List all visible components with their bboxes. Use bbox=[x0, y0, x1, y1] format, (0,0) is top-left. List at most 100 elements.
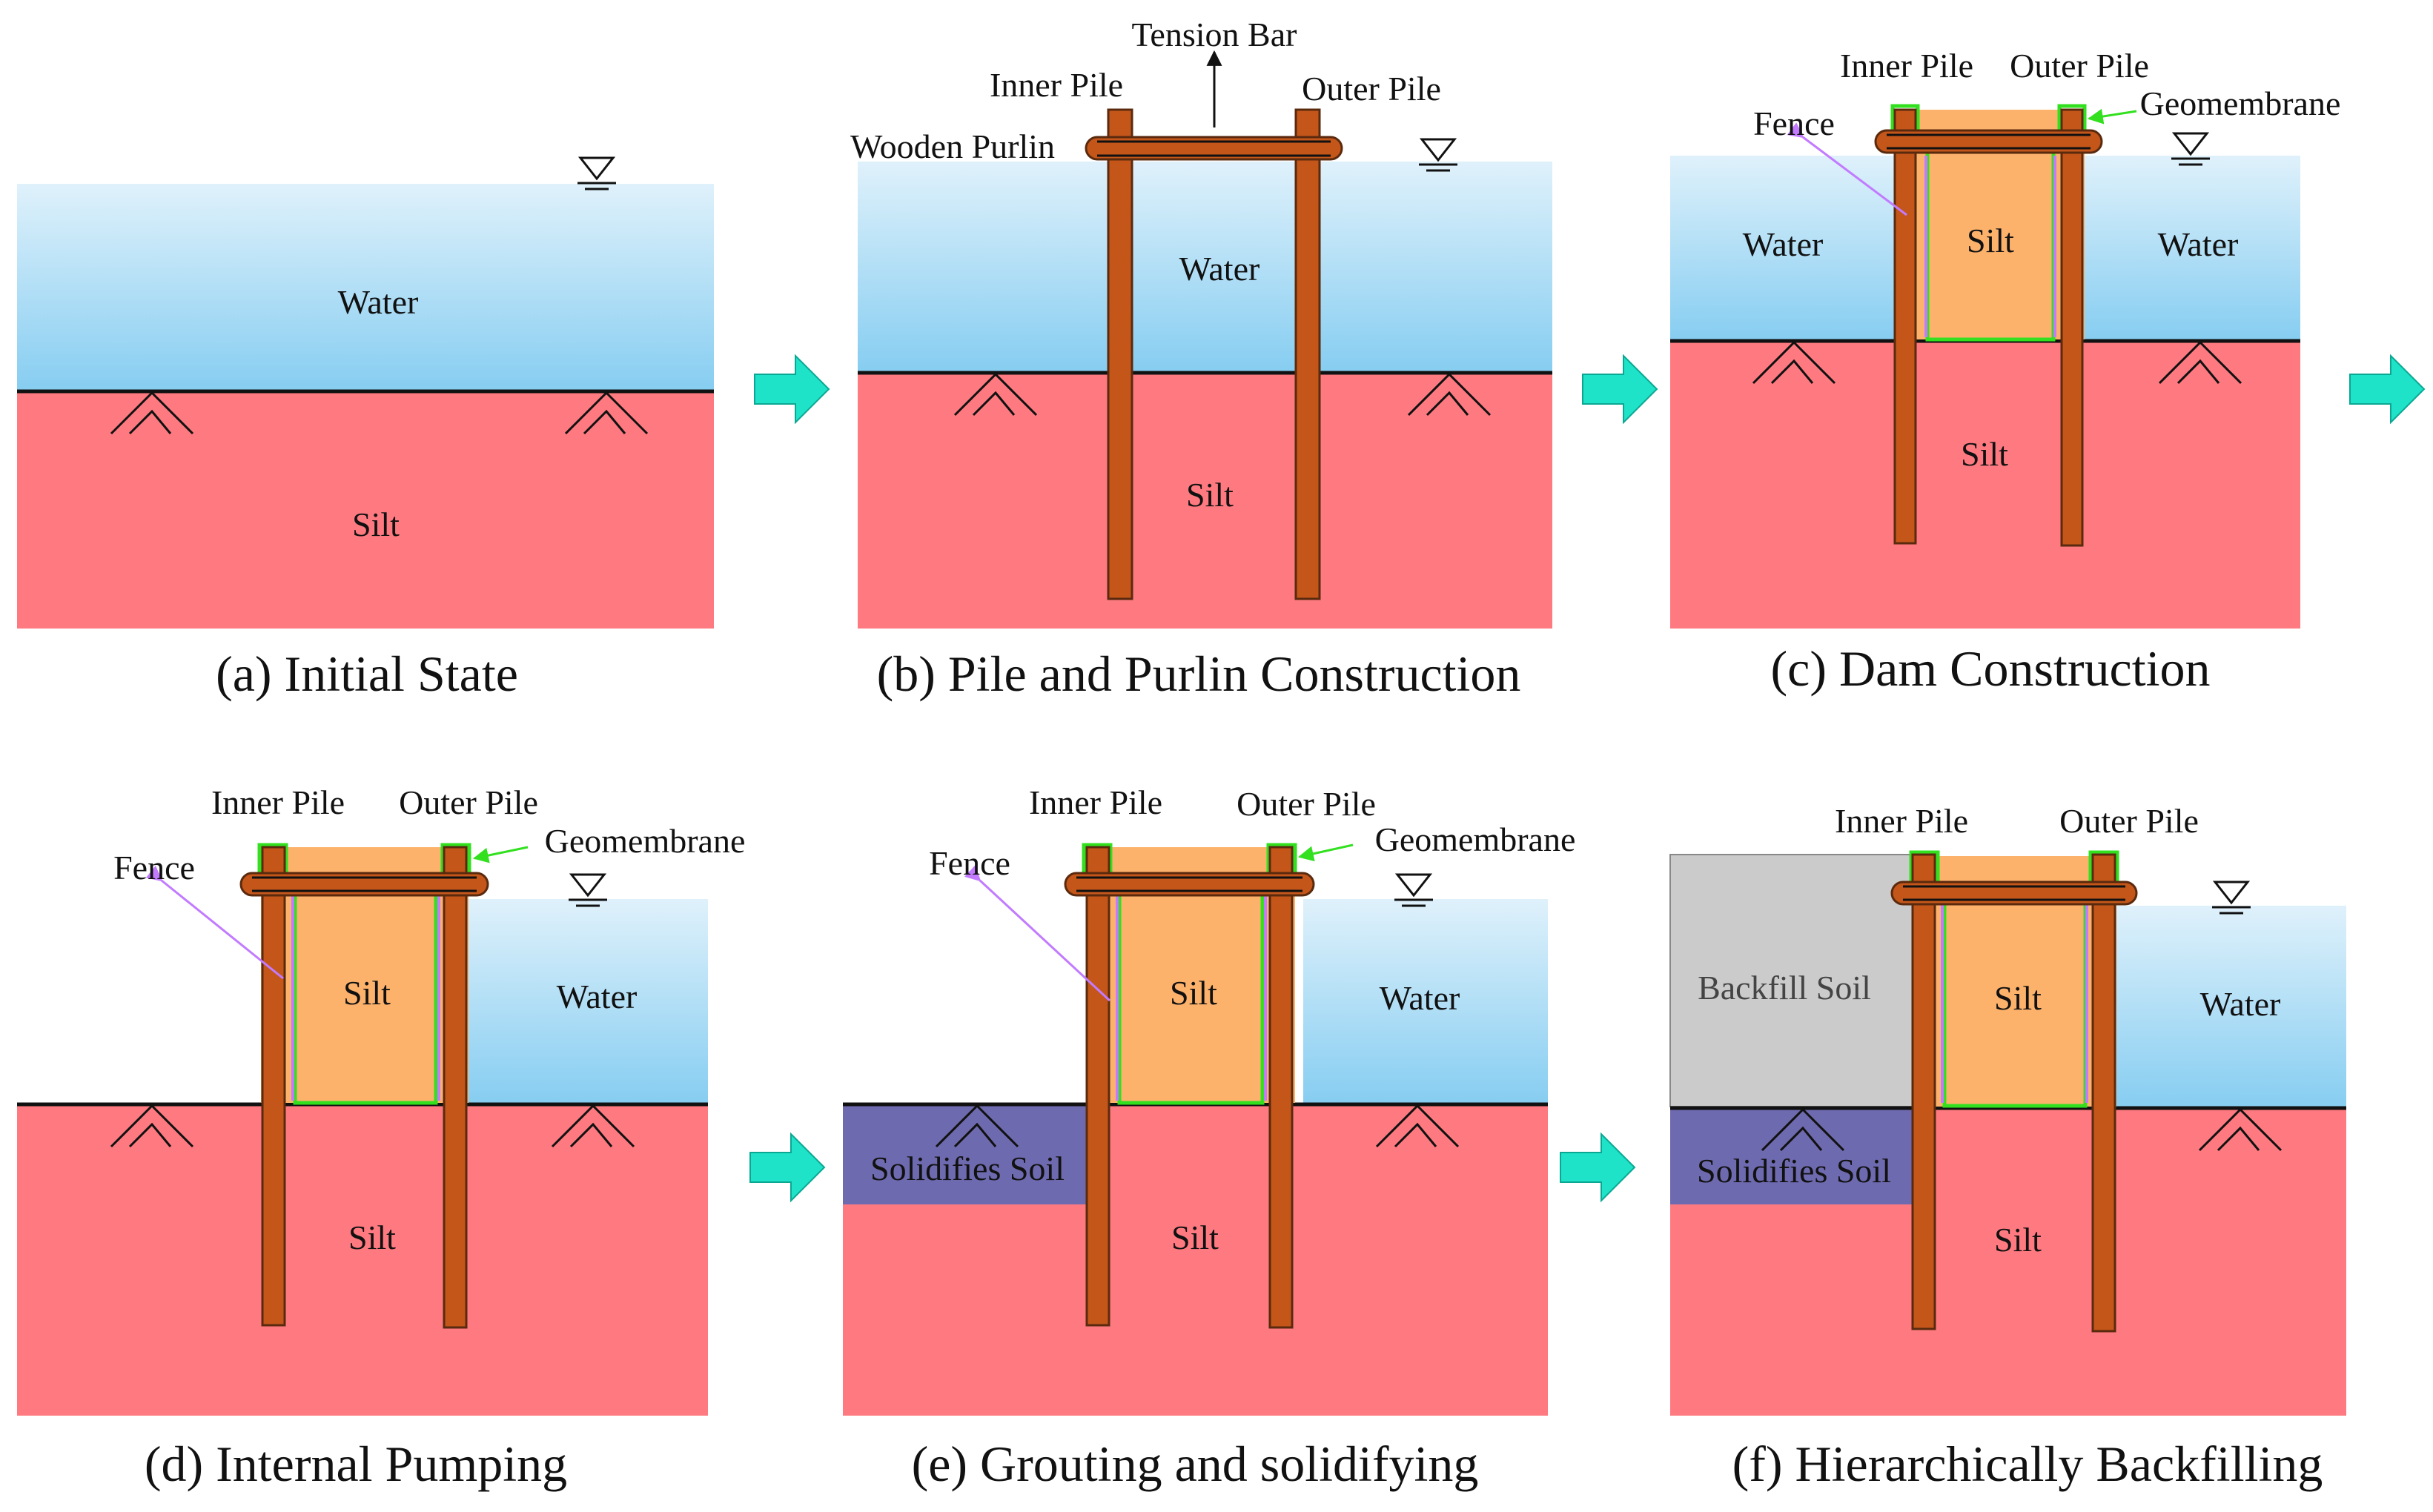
inner-pile bbox=[1893, 108, 1917, 545]
water-level-symbol bbox=[2212, 881, 2251, 915]
outer-pile-label: Outer Pile bbox=[1302, 70, 1441, 107]
outer-pile bbox=[2060, 108, 2084, 547]
inner-pile-label: Inner Pile bbox=[990, 66, 1123, 104]
soil-hatch-symbol bbox=[2158, 341, 2242, 385]
solidified-soil-label: Solidifies Soil bbox=[870, 1150, 1065, 1187]
soil-hatch-symbol bbox=[1761, 1108, 1845, 1152]
soil-hatch-symbol bbox=[953, 373, 1038, 417]
outer-pile-label: Outer Pile bbox=[2010, 47, 2149, 84]
soil-hatch-symbol bbox=[551, 1104, 635, 1148]
water-layer bbox=[17, 184, 714, 391]
inner-pile-label: Inner Pile bbox=[1835, 802, 1968, 840]
flow-arrow bbox=[749, 1132, 826, 1203]
silt-label: Silt bbox=[1186, 476, 1234, 514]
fence-label: Fence bbox=[1753, 105, 1835, 142]
inner-pile-label: Inner Pile bbox=[1029, 783, 1162, 821]
silt-label: Silt bbox=[1961, 435, 2008, 473]
water-left-label: Water bbox=[1743, 225, 1824, 263]
water-layer bbox=[456, 899, 708, 1104]
water-layer bbox=[2109, 906, 2346, 1108]
soil-hatch-symbol bbox=[935, 1104, 1019, 1148]
panel-f: Inner Pile Outer Pile Backfill Soil Wate… bbox=[1669, 802, 2346, 1492]
panel-caption: (d) Internal Pumping bbox=[145, 1436, 567, 1492]
dam-silt-label: Silt bbox=[1994, 979, 2042, 1017]
silt-label: Silt bbox=[348, 1218, 396, 1256]
silt-layer bbox=[858, 373, 1552, 629]
geomembrane-label: Geomembrane bbox=[545, 822, 746, 860]
water-label: Water bbox=[557, 978, 638, 1015]
flow-arrow bbox=[2349, 354, 2426, 425]
flow-arrow bbox=[754, 354, 830, 425]
silt-layer bbox=[1670, 341, 2300, 629]
geomembrane-label: Geomembrane bbox=[2140, 84, 2341, 122]
soil-hatch-symbol bbox=[110, 1104, 194, 1148]
solidified-soil-label: Solidifies Soil bbox=[1697, 1152, 1891, 1190]
dam-silt-label: Silt bbox=[1967, 222, 2014, 259]
inner-pile bbox=[261, 846, 286, 1327]
silt-layer bbox=[17, 1104, 708, 1416]
soil-hatch-symbol bbox=[2198, 1108, 2283, 1152]
water-level-symbol bbox=[569, 873, 607, 907]
geomembrane-label: Geomembrane bbox=[1375, 820, 1576, 858]
fence-leader bbox=[964, 865, 1111, 1002]
geomembrane-leader bbox=[1297, 843, 1354, 862]
soil-hatch-symbol bbox=[564, 391, 649, 435]
wooden-purlin-label: Wooden Purlin bbox=[850, 127, 1055, 165]
silt-label: Silt bbox=[352, 505, 400, 543]
outer-pile bbox=[1268, 846, 1294, 1329]
fence-label: Fence bbox=[113, 849, 195, 886]
water-level-symbol bbox=[1394, 873, 1433, 907]
panel-caption: (f) Hierarchically Backfilling bbox=[1732, 1436, 2323, 1492]
inner-pile-label: Inner Pile bbox=[211, 783, 345, 821]
geomembrane-leader bbox=[2087, 108, 2137, 125]
water-label: Water bbox=[2200, 985, 2281, 1023]
outer-pile-label: Outer Pile bbox=[2059, 802, 2199, 840]
backfill-soil bbox=[1669, 854, 1918, 1107]
outer-pile bbox=[1294, 108, 1321, 600]
water-right-label: Water bbox=[2158, 225, 2239, 263]
water-level-symbol bbox=[1419, 138, 1457, 172]
flow-arrow bbox=[1560, 1132, 1636, 1203]
solidified-soil bbox=[1670, 1110, 1917, 1204]
soil-hatch-symbol bbox=[1407, 373, 1492, 417]
dam-silt-label: Silt bbox=[1170, 974, 1217, 1012]
flow-arrow bbox=[1582, 354, 1658, 425]
outer-pile-label: Outer Pile bbox=[1237, 785, 1376, 823]
panel-e: Inner Pile Outer Pile Fence Geomembrane … bbox=[843, 783, 1575, 1492]
water-level-symbol bbox=[2171, 132, 2210, 166]
inner-pile bbox=[1107, 108, 1133, 600]
fence-leader bbox=[1787, 122, 1907, 216]
panel-a: Water Silt (a) Initial State bbox=[17, 156, 714, 702]
outer-pile bbox=[443, 846, 468, 1329]
panel-c: Inner Pile Outer Pile Fence Geomembrane … bbox=[1670, 47, 2340, 697]
soil-hatch-symbol bbox=[1752, 341, 1836, 385]
inner-pile-label: Inner Pile bbox=[1840, 47, 1973, 84]
panel-b: Tension Bar Inner Pile Outer Pile Wooden… bbox=[850, 16, 1552, 702]
panel-caption: (e) Grouting and solidifying bbox=[912, 1436, 1479, 1492]
silt-label: Silt bbox=[1171, 1218, 1219, 1256]
tension-bar-label: Tension Bar bbox=[1132, 16, 1297, 53]
fence-leader bbox=[145, 865, 284, 980]
panel-caption: (a) Initial State bbox=[216, 646, 518, 702]
water-label: Water bbox=[1380, 979, 1460, 1017]
water-label: Water bbox=[338, 283, 419, 321]
dam-silt-label: Silt bbox=[343, 974, 391, 1012]
panel-d: Inner Pile Outer Pile Fence Geomembrane … bbox=[17, 783, 745, 1492]
inner-pile bbox=[1911, 853, 1936, 1330]
soil-hatch-symbol bbox=[110, 391, 194, 435]
water-level-symbol bbox=[577, 156, 616, 190]
geomembrane-leader bbox=[472, 846, 529, 863]
soil-hatch-symbol bbox=[1375, 1104, 1460, 1148]
silt-label: Silt bbox=[1994, 1221, 2042, 1259]
water-label: Water bbox=[1179, 250, 1260, 288]
panel-caption: (c) Dam Construction bbox=[1771, 640, 2211, 697]
solidified-soil bbox=[843, 1106, 1091, 1204]
panel-caption: (b) Pile and Purlin Construction bbox=[877, 646, 1521, 702]
outer-pile bbox=[2091, 853, 2116, 1333]
water-layer bbox=[1303, 899, 1548, 1104]
fence-label: Fence bbox=[929, 844, 1010, 882]
backfill-soil-label: Backfill Soil bbox=[1698, 969, 1871, 1007]
inner-pile bbox=[1085, 846, 1110, 1327]
water-layer bbox=[858, 162, 1552, 373]
